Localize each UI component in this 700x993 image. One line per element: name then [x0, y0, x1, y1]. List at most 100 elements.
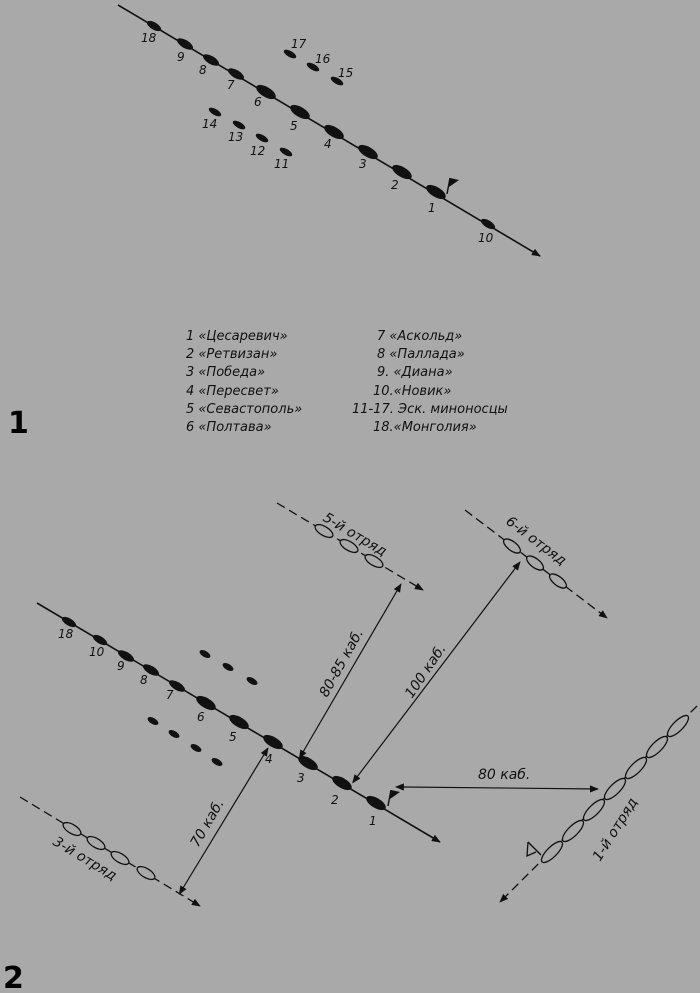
legend-item-2: 2 «Ретвизан»: [186, 347, 278, 363]
ship-number-4: 4: [265, 752, 273, 766]
ship-10: [480, 218, 496, 230]
destroyer-17: [283, 49, 297, 59]
destroyer-14: [208, 107, 222, 117]
legend-item-11-17: 11-17. Эск. миноносцы: [352, 401, 508, 417]
ship-number-3: 3: [297, 771, 305, 785]
ship-3: [358, 144, 378, 160]
ship-number-10: 10: [478, 231, 494, 245]
cruiser: [110, 850, 130, 866]
ship-numbers-fig2: 18 10 9 8 7 6 5 4 3 2 1: [58, 627, 377, 828]
destroyers-group: [208, 49, 344, 157]
ship-2: [332, 775, 352, 791]
figure-number-2: 2: [3, 961, 24, 993]
battleship: [540, 840, 564, 864]
cruiser: [339, 538, 359, 554]
distance-label-100: 100 каб.: [402, 641, 450, 701]
detachment-3-course: [19, 796, 201, 907]
legend-right: 7 «Аскольд» 8 «Паллада» 9. «Диана» 10.«Н…: [352, 328, 508, 437]
battleship: [645, 735, 669, 759]
destroyer: [190, 744, 202, 752]
legend-item-4: 4 «Пересвет»: [186, 383, 279, 399]
ship-number-9: 9: [177, 50, 185, 64]
destroyer-number-11: 11: [274, 157, 289, 171]
destroyer-number-12: 12: [250, 144, 265, 158]
ship-10: [92, 634, 108, 646]
distance-arrow-5-detachment: [298, 583, 402, 759]
figure-1: 18 9 8 7 6 5 4 3 2 1 10 17 16 15 14 13 1…: [8, 4, 541, 441]
main-column-ships-fig2: [61, 616, 386, 811]
distance-label-80: 80 каб.: [478, 767, 530, 783]
figure-2: 18 10 9 8 7 6 5 4 3 2 1 5-й отряд: [3, 502, 698, 993]
detachment-5: 5-й отряд: [276, 502, 424, 591]
ship-1: [366, 795, 386, 811]
destroyer-number-14: 14: [202, 117, 217, 131]
detachment-6: 6-й отряд: [464, 509, 608, 619]
ship-5: [229, 714, 249, 730]
main-column-ships: [146, 20, 496, 230]
ship-4: [324, 124, 344, 140]
ship-number-5: 5: [290, 119, 298, 133]
legend-item-18: 18.«Монголия»: [373, 420, 477, 436]
ship-number-5: 5: [229, 730, 237, 744]
ship-7: [168, 680, 186, 692]
flagship-flag: [446, 177, 459, 195]
cruiser: [86, 835, 106, 851]
battleship: [561, 819, 585, 843]
ship-number-8: 8: [140, 673, 148, 687]
distance-arrow-3-detachment: [178, 747, 269, 895]
destroyer: [168, 730, 180, 738]
destroyer-number-15: 15: [338, 66, 353, 80]
ship-number-2: 2: [391, 178, 399, 192]
legend-item-8: 8 «Паллада»: [377, 347, 465, 363]
legend-left: 1 «Цесаревич» 2 «Ретвизан» 3 «Победа» 4 …: [186, 328, 302, 437]
legend-item-10: 10.«Новик»: [373, 383, 452, 399]
ship-5: [290, 104, 310, 120]
destroyer: [211, 758, 223, 766]
legend-item-1: 1 «Цесаревич»: [186, 329, 288, 344]
ship-numbers-fig1: 18 9 8 7 6 5 4 3 2 1 10 17 16 15 14 13 1…: [141, 31, 494, 245]
ship-number-7: 7: [166, 688, 174, 702]
battleship: [582, 798, 606, 822]
ship-number-18: 18: [58, 627, 74, 641]
ship-2: [392, 164, 412, 180]
ship-number-2: 2: [331, 793, 339, 807]
detachment-3: 3-й отряд: [19, 796, 201, 907]
detachment-3-label: 3-й отряд: [50, 834, 119, 884]
destroyer-number-16: 16: [315, 52, 331, 66]
cruiser: [502, 538, 522, 554]
ship-18: [146, 20, 162, 32]
destroyer-11: [279, 147, 293, 157]
ship-7: [227, 68, 245, 80]
destroyer: [199, 650, 211, 658]
distance-label-80-85: 80-85 каб.: [317, 626, 367, 700]
destroyer: [246, 677, 258, 685]
figure-number-1: 1: [8, 406, 29, 441]
destroyer-number-13: 13: [228, 130, 243, 144]
cruiser: [314, 523, 334, 539]
ship-number-10: 10: [89, 645, 105, 659]
destroyer: [147, 717, 159, 725]
destroyers-group-fig2: [147, 650, 258, 766]
ship-8: [202, 54, 220, 66]
enemy-flagship-flag: [526, 841, 542, 858]
cruiser: [525, 555, 545, 571]
ship-1: [426, 184, 446, 200]
ship-number-18: 18: [141, 31, 157, 45]
legend-item-9: 9. «Диана»: [377, 365, 453, 381]
ship-3: [298, 755, 318, 771]
destroyer-13: [232, 120, 246, 130]
ship-number-6: 6: [254, 95, 262, 109]
destroyer-number-17: 17: [291, 37, 307, 51]
ship-9: [117, 650, 135, 662]
ship-6: [196, 695, 216, 711]
ship-number-6: 6: [197, 710, 205, 724]
battleship: [603, 777, 627, 801]
ship-number-7: 7: [227, 78, 235, 92]
detachment-1: 1-й отряд: [499, 705, 698, 903]
ship-9: [176, 38, 194, 50]
distance-arrow-1-detachment: [394, 783, 599, 793]
flagship-flag-fig2: [387, 789, 400, 807]
battleship: [624, 756, 648, 780]
ship-4: [263, 734, 283, 750]
